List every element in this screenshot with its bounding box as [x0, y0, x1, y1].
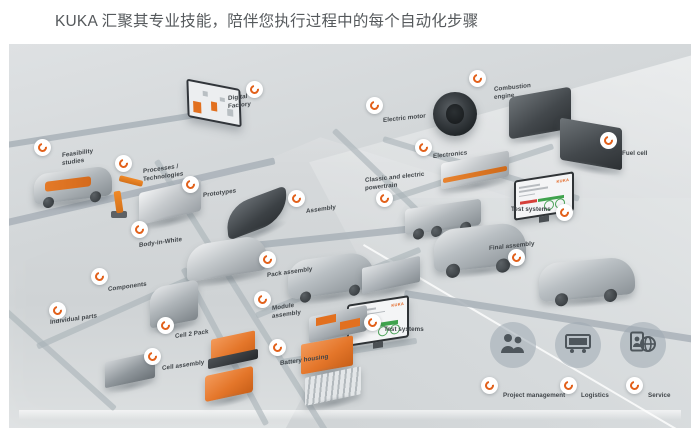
hotspot-ring-icon — [417, 141, 430, 154]
hotspot-ring-icon — [133, 223, 146, 236]
hotspot-label-service: Service — [648, 392, 671, 399]
hotspot-ring-icon — [290, 192, 303, 205]
plate-front-edge — [19, 410, 681, 421]
hotspot-ring-icon — [368, 99, 381, 112]
hotspot-label-test-systems-upper: Test systems — [511, 206, 551, 213]
hotspot-test-systems-upper[interactable] — [556, 204, 573, 221]
hotspot-ring-icon — [248, 83, 261, 96]
hotspot-ring-icon — [159, 319, 172, 332]
hotspot-ring-icon — [261, 253, 274, 266]
hotspot-individual-parts[interactable] — [49, 302, 66, 319]
hotspot-cell-2-pack[interactable] — [157, 317, 174, 334]
hotspot-digital-factory[interactable] — [246, 81, 263, 98]
hotspot-body-in-white[interactable] — [131, 221, 148, 238]
hotspot-feasibility-studies[interactable] — [34, 139, 51, 156]
hotspot-ring-icon — [558, 206, 571, 219]
hotspot-ring-icon — [510, 251, 523, 264]
finished-car-object — [539, 255, 635, 311]
hotspot-ring-icon — [184, 178, 197, 191]
hotspot-battery-housing[interactable] — [269, 339, 286, 356]
hotspot-test-systems-lower[interactable] — [364, 314, 381, 331]
hotspot-fuel-cell[interactable] — [600, 132, 617, 149]
page-title: KUKA 汇聚其专业技能，陪伴您执行过程中的每个自动化步骤 — [55, 13, 479, 30]
monitor-brand-label-2: KUKA — [391, 300, 405, 308]
hotspot-project-management[interactable] — [481, 377, 498, 394]
hotspot-label-project-management: Project management — [503, 392, 566, 399]
hotspot-ring-icon — [271, 341, 284, 354]
hotspot-assembly[interactable] — [288, 190, 305, 207]
robot-arm-object — [109, 175, 149, 218]
hotspot-ring-icon — [146, 350, 159, 363]
hotspot-label-test-systems-lower: Test systems — [384, 326, 424, 333]
hotspot-combustion-engine[interactable] — [469, 70, 486, 87]
hotspot-ring-icon — [471, 72, 484, 85]
hotspot-ring-icon — [93, 270, 106, 283]
hotspot-ring-icon — [366, 316, 379, 329]
hotspot-components[interactable] — [91, 268, 108, 285]
monitor-brand-label: KUKA — [556, 176, 570, 184]
electric-motor-object — [433, 92, 477, 136]
hotspot-cell-assembly[interactable] — [144, 348, 161, 365]
hotspot-classic-electric-powertrain[interactable] — [376, 190, 393, 207]
project-management-icon-circle[interactable] — [490, 322, 536, 368]
hotspot-ring-icon — [483, 379, 496, 392]
hotspot-service[interactable] — [626, 377, 643, 394]
hotspot-ring-icon — [51, 304, 64, 317]
hotspot-electric-motor[interactable] — [366, 97, 383, 114]
hotspot-ring-icon — [36, 141, 49, 154]
people-icon — [500, 332, 526, 359]
hotspot-label-fuel-cell: Fuel cell — [622, 150, 648, 157]
hotspot-ring-icon — [602, 134, 615, 147]
process-map-illustration: KUKA KUKA — [9, 44, 691, 428]
hotspot-pack-assembly[interactable] — [259, 251, 276, 268]
hotspot-ring-icon — [562, 379, 575, 392]
truck-screen-icon — [565, 333, 591, 358]
hotspot-electronics[interactable] — [415, 139, 432, 156]
device-globe-icon — [630, 331, 656, 360]
hotspot-ring-icon — [378, 192, 391, 205]
hotspot-module-assembly[interactable] — [254, 291, 271, 308]
hotspot-label-logistics: Logistics — [581, 392, 609, 399]
hotspot-processes-technologies[interactable] — [115, 155, 132, 172]
hotspot-logistics[interactable] — [560, 377, 577, 394]
hotspot-ring-icon — [117, 157, 130, 170]
hotspot-ring-icon — [256, 293, 269, 306]
logistics-icon-circle[interactable] — [555, 322, 601, 368]
hotspot-final-assembly[interactable] — [508, 249, 525, 266]
hotspot-ring-icon — [628, 379, 641, 392]
hotspot-prototypes[interactable] — [182, 176, 199, 193]
service-icon-circle[interactable] — [620, 322, 666, 368]
